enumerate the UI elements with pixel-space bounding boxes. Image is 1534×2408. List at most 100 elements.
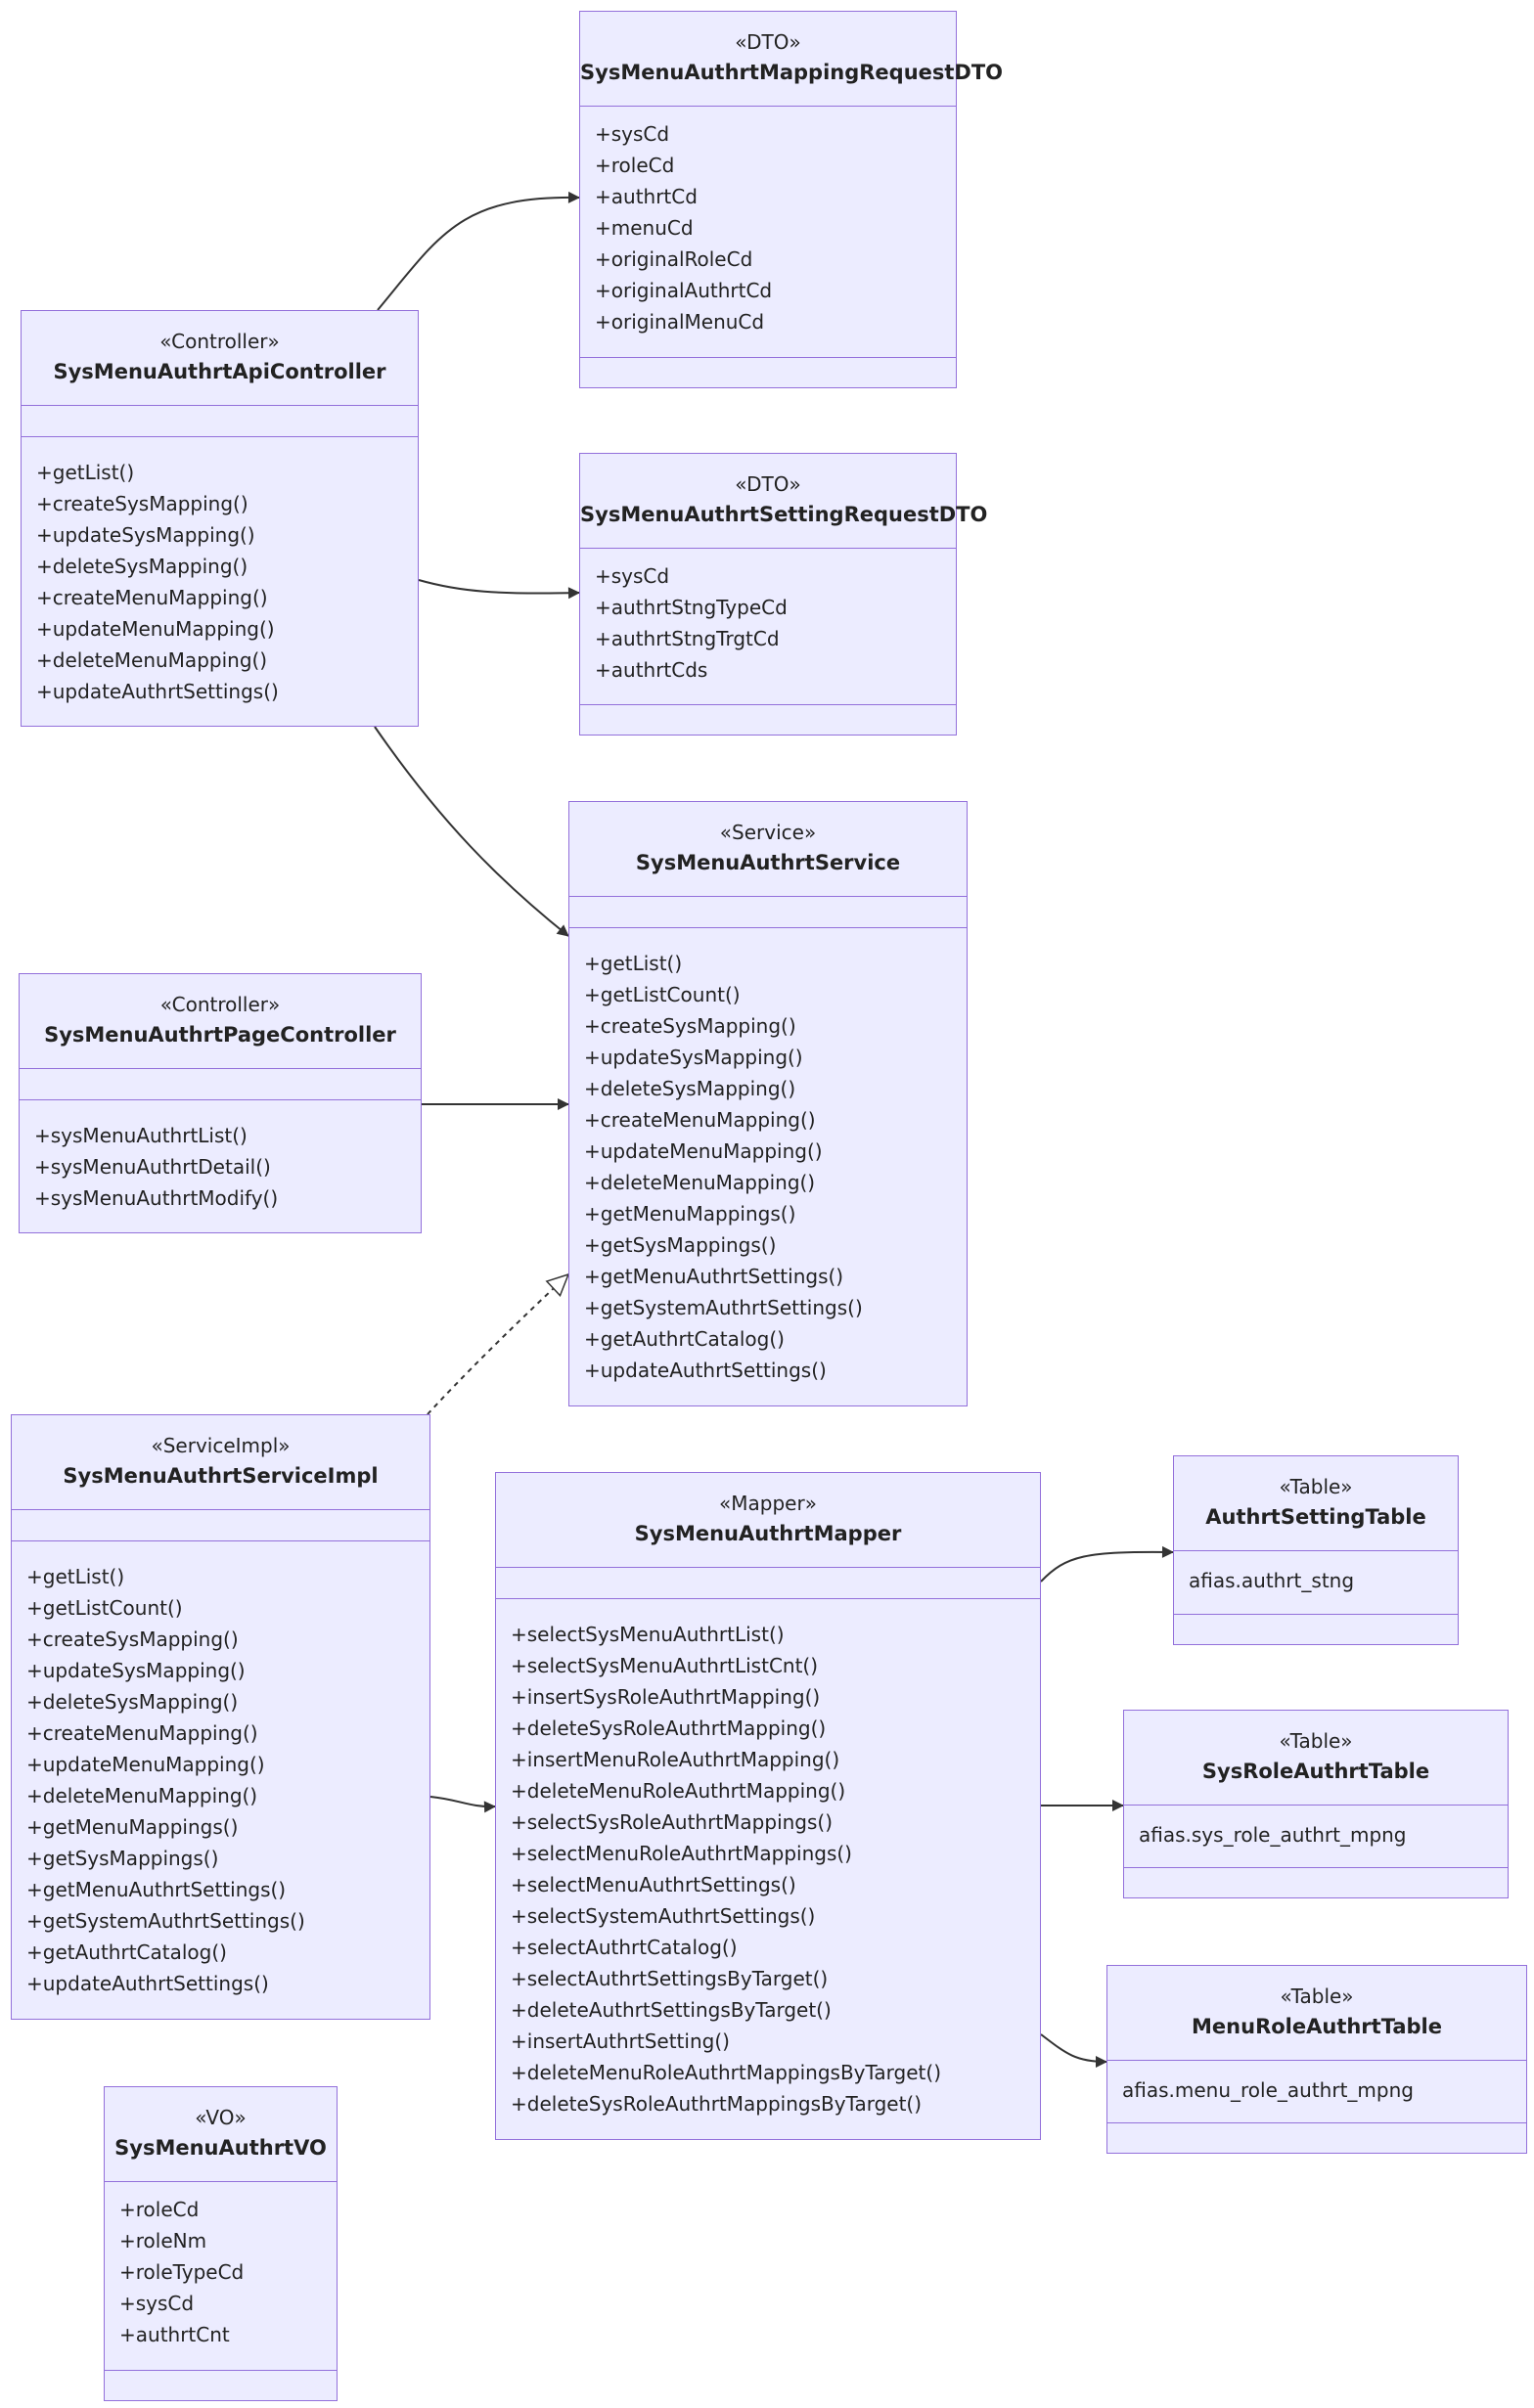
attribute: +roleCd — [119, 2198, 200, 2221]
class-mapper: «Mapper» SysMenuAuthrtMapper +selectSysM… — [495, 1472, 1041, 2140]
stereotype-label: «Table» — [1280, 1984, 1354, 2008]
method: +updateAuthrtSettings() — [26, 1972, 269, 1995]
class-name: SysMenuAuthrtApiController — [53, 360, 386, 383]
method: +selectSysMenuAuthrtList() — [511, 1623, 785, 1646]
method: +getAuthrtCatalog() — [26, 1940, 227, 1964]
methods-section — [1174, 1615, 1458, 1643]
method: +sysMenuAuthrtModify() — [34, 1186, 279, 1210]
methods-section: +sysMenuAuthrtList() +sysMenuAuthrtDetai… — [20, 1100, 421, 1232]
class-header: «DTO» SysMenuAuthrtMappingRequestDTO — [580, 12, 1003, 107]
class-mapping-request-dto: «DTO» SysMenuAuthrtMappingRequestDTO +sy… — [579, 11, 1003, 388]
class-authrt-setting-table: «Table» AuthrtSettingTable afias.authrt_… — [1173, 1455, 1459, 1645]
class-header: «Table» AuthrtSettingTable — [1174, 1456, 1458, 1551]
class-name: SysMenuAuthrtService — [635, 851, 901, 874]
method: +selectAuthrtSettingsByTarget() — [511, 1967, 829, 1990]
method: +createMenuMapping() — [584, 1108, 816, 1132]
class-service: «Service» SysMenuAuthrtService +getList(… — [568, 801, 968, 1406]
method: +getMenuMappings() — [26, 1815, 239, 1839]
attributes-section — [569, 897, 967, 928]
method: +updateAuthrtSettings() — [36, 680, 279, 703]
edge-api-controller-to-service — [374, 726, 569, 937]
attributes-section — [496, 1568, 1040, 1599]
class-name: MenuRoleAuthrtTable — [1192, 2015, 1442, 2038]
method: +deleteMenuMapping() — [584, 1171, 816, 1194]
method: +getMenuAuthrtSettings() — [584, 1265, 844, 1288]
method: +insertSysRoleAuthrtMapping() — [511, 1685, 821, 1709]
method: +getMenuMappings() — [584, 1202, 796, 1226]
method: +insertMenuRoleAuthrtMapping() — [511, 1748, 840, 1771]
method: +createSysMapping() — [26, 1628, 239, 1651]
attribute: +originalMenuCd — [595, 310, 765, 334]
method: +updateSysMapping() — [26, 1659, 246, 1682]
edge-service-impl-to-mapper — [429, 1796, 496, 1813]
method: +selectSysMenuAuthrtListCnt() — [511, 1654, 819, 1677]
attribute: +authrtCd — [595, 185, 698, 208]
method: +getSysMappings() — [26, 1847, 219, 1870]
method: +updateAuthrtSettings() — [584, 1359, 827, 1382]
attribute: +sysCd — [119, 2292, 195, 2315]
class-page-controller: «Controller» SysMenuAuthrtPageController… — [19, 973, 422, 1233]
edge-service-impl-realizes-service — [427, 1272, 570, 1415]
stereotype-label: «Service» — [719, 821, 817, 844]
stereotype-label: «VO» — [195, 2106, 247, 2129]
method: +createSysMapping() — [584, 1014, 796, 1038]
method: +selectAuthrtCatalog() — [511, 1936, 738, 1959]
class-menu-role-table: «Table» MenuRoleAuthrtTable afias.menu_r… — [1106, 1965, 1527, 2154]
edge-api-controller-to-mapping-dto — [377, 191, 580, 311]
stereotype-label: «Table» — [1279, 1475, 1353, 1498]
class-name: AuthrtSettingTable — [1205, 1505, 1426, 1529]
method: +updateMenuMapping() — [36, 617, 275, 641]
method: +deleteMenuMapping() — [36, 648, 268, 672]
attributes-section: afias.authrt_stng — [1174, 1551, 1458, 1615]
attribute: +originalAuthrtCd — [595, 279, 773, 302]
edge-mapper-to-authrt-setting-table — [1040, 1545, 1174, 1583]
attribute: +authrtStngTypeCd — [595, 596, 788, 619]
class-header: «Table» SysRoleAuthrtTable — [1124, 1711, 1508, 1806]
methods-section: +getList() +getListCount() +createSysMap… — [569, 928, 967, 1405]
edge-api-controller-to-setting-dto — [418, 579, 580, 600]
methods-section — [1107, 2123, 1526, 2152]
attribute: +authrtCnt — [119, 2323, 230, 2346]
method: +deleteMenuMapping() — [26, 1784, 258, 1807]
class-header: «Controller» SysMenuAuthrtApiController — [22, 311, 418, 406]
stereotype-label: «DTO» — [735, 30, 801, 54]
class-header: «Table» MenuRoleAuthrtTable — [1107, 1966, 1526, 2061]
method: +getSysMappings() — [584, 1233, 777, 1257]
methods-section: +selectSysMenuAuthrtList() +selectSysMen… — [496, 1599, 1040, 2139]
method: +getList() — [584, 952, 683, 975]
class-header: «VO» SysMenuAuthrtVO — [105, 2087, 337, 2182]
attributes-section — [20, 1069, 421, 1100]
methods-section — [580, 705, 956, 735]
class-name: SysMenuAuthrtVO — [114, 2136, 327, 2160]
methods-section — [1124, 1868, 1508, 1896]
stereotype-label: «ServiceImpl» — [151, 1434, 291, 1457]
method: +deleteMenuRoleAuthrtMapping() — [511, 1779, 846, 1803]
method: +getListCount() — [584, 983, 741, 1006]
attribute: +menuCd — [595, 216, 694, 240]
method: +getSystemAuthrtSettings() — [26, 1909, 305, 1933]
method: +insertAuthrtSetting() — [511, 2029, 730, 2053]
class-vo: «VO» SysMenuAuthrtVO +roleCd +roleNm +ro… — [104, 2086, 338, 2401]
class-name: SysMenuAuthrtServiceImpl — [63, 1464, 379, 1488]
class-sys-role-table: «Table» SysRoleAuthrtTable afias.sys_rol… — [1123, 1710, 1509, 1898]
attribute: +originalRoleCd — [595, 247, 753, 271]
attributes-section: +roleCd +roleNm +roleTypeCd +sysCd +auth… — [105, 2182, 337, 2371]
method: +getSystemAuthrtSettings() — [584, 1296, 863, 1319]
class-api-controller: «Controller» SysMenuAuthrtApiController … — [21, 310, 419, 727]
attributes-section — [22, 406, 418, 437]
method: +deleteSysRoleAuthrtMappingsByTarget() — [511, 2092, 923, 2116]
method: +createSysMapping() — [36, 492, 248, 515]
method: +deleteSysRoleAuthrtMapping() — [511, 1717, 827, 1740]
method: +updateMenuMapping() — [26, 1753, 265, 1776]
stereotype-label: «Mapper» — [719, 1492, 817, 1515]
method: +deleteSysMapping() — [584, 1077, 796, 1100]
method: +updateMenuMapping() — [584, 1139, 823, 1163]
stereotype-label: «DTO» — [735, 472, 801, 496]
method: +getMenuAuthrtSettings() — [26, 1878, 287, 1901]
stereotype-label: «Controller» — [159, 330, 280, 353]
class-name: SysMenuAuthrtPageController — [44, 1023, 396, 1047]
attributes-section: afias.sys_role_authrt_mpng — [1124, 1806, 1508, 1868]
attribute: +sysCd — [595, 564, 670, 588]
method: +selectMenuAuthrtSettings() — [511, 1873, 796, 1896]
method: +sysMenuAuthrtDetail() — [34, 1155, 271, 1179]
